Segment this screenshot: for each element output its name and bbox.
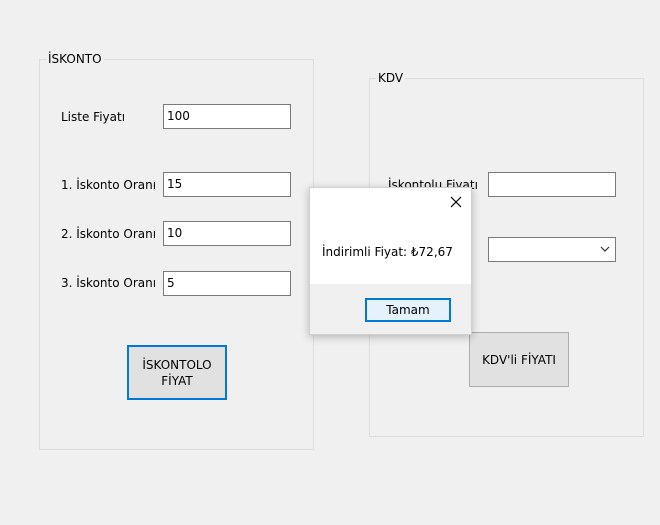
discount2-label: 2. İskonto Oranı bbox=[61, 227, 157, 241]
discount1-input[interactable]: 15 bbox=[163, 172, 291, 197]
discounted-price-button-line2: FİYAT bbox=[161, 373, 193, 388]
close-icon[interactable] bbox=[448, 194, 464, 210]
ok-button[interactable]: Tamam bbox=[365, 298, 451, 322]
vat-price-button[interactable]: KDV'li FİYATI bbox=[469, 332, 569, 387]
vat-rate-dropdown[interactable] bbox=[488, 237, 616, 262]
discount1-label: 1. İskonto Oranı bbox=[61, 178, 157, 192]
discounted-price-input[interactable] bbox=[488, 172, 616, 197]
iskonto-group-title: İSKONTO bbox=[46, 52, 104, 67]
list-price-input[interactable]: 100 bbox=[163, 104, 291, 129]
message-dialog: İndirimli Fiyat: ₺72,67 Tamam bbox=[309, 187, 472, 335]
list-price-label: Liste Fiyatı bbox=[61, 110, 126, 124]
chevron-down-icon bbox=[600, 246, 610, 252]
discount3-input[interactable]: 5 bbox=[163, 271, 291, 296]
dialog-message: İndirimli Fiyat: ₺72,67 bbox=[322, 245, 453, 259]
vat-price-button-label: KDV'li FİYATI bbox=[482, 352, 556, 367]
discounted-price-button-line1: İSKONTOLO bbox=[142, 357, 212, 372]
kdv-group-title: KDV bbox=[376, 71, 406, 86]
discount2-input[interactable]: 10 bbox=[163, 221, 291, 246]
discount3-label: 3. İskonto Oranı bbox=[61, 276, 157, 290]
discounted-price-button[interactable]: İSKONTOLO FİYAT bbox=[127, 345, 227, 400]
ok-button-label: Tamam bbox=[386, 303, 430, 317]
